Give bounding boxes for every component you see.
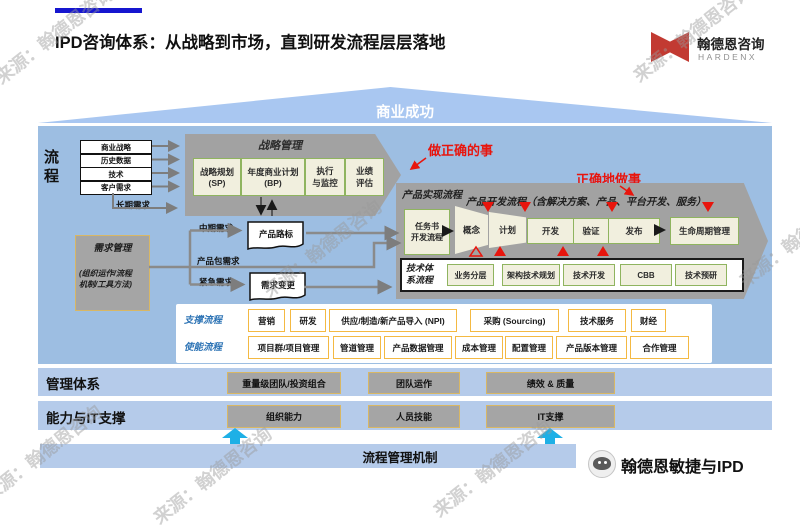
strategy-title: 战略管理 [258, 140, 303, 152]
stage-verify: 验证 [573, 218, 609, 244]
tech-box-tech-dev: 技术开发 [563, 264, 615, 286]
tech-box-architecture-planning: 架构技术规划 [502, 264, 560, 286]
business-success-label: 商业成功 [376, 105, 434, 121]
stage-develop: 开发 [527, 218, 574, 244]
capability-it-support: IT支撑 [486, 405, 615, 428]
page-title: IPD咨询体系：从战略到市场，直到研发流程层层落地 [55, 34, 446, 52]
dev-process-title: 产品开发流程（含解决方案、产品、平台开发、服务） [466, 197, 706, 208]
capability-skills: 人员技能 [368, 405, 460, 428]
input-customer-needs: 客户需求 [80, 180, 152, 195]
wechat-eye-right [604, 461, 607, 464]
wechat-footer: 翰德恩敏捷与IPD [576, 440, 800, 486]
enable-process-label: 使能流程 [184, 342, 223, 353]
support-sourcing: 采购 (Sourcing) [470, 309, 559, 332]
support-npi: 供应/制造/新产品导入 (NPI) [329, 309, 457, 332]
demand-title: 需求管理 [93, 243, 132, 254]
support-finance: 财经 [631, 309, 666, 332]
hardenx-logo-icon [651, 32, 689, 62]
tech-system-label: 技术体 系流程 [406, 263, 434, 285]
mgmt-heavyweight-team: 重量级团队/投资组合 [227, 372, 341, 394]
wechat-bubble [593, 457, 611, 470]
input-technology: 技术 [80, 167, 152, 181]
demand-change-doc: 需求变更 [249, 272, 306, 302]
wechat-account-name: 翰德恩敏捷与IPD [621, 459, 744, 476]
mgmt-team-operation: 团队运作 [368, 372, 460, 394]
capability-org: 组织能力 [227, 405, 341, 428]
enable-pipeline-mgmt: 管道管理 [333, 336, 381, 359]
input-business-strategy: 商业战略 [80, 140, 152, 154]
title-accent-line [55, 8, 142, 13]
realization-label: 产品实现流程 [402, 190, 462, 201]
strategy-box-bp: 年度商业计划 (BP) [241, 158, 305, 196]
charter-dev-box: 任务书 开发流程 [404, 209, 450, 255]
logo-text-en: HARDENX [698, 52, 758, 62]
strategy-box-execution: 执行 与监控 [305, 158, 345, 196]
capability-it-label: 能力与IT支撑 [46, 411, 126, 426]
strategy-box-sp: 战略规划 (SP) [193, 158, 241, 196]
roadmap-label: 产品路标 [259, 229, 294, 239]
label-mid-term-demand: 中期需求 [199, 223, 234, 233]
process-axis-label: 流程 [44, 149, 60, 185]
enable-cooperation-mgmt: 合作管理 [630, 336, 689, 359]
demand-management-box: 需求管理 (组织运作/流程 机制/工具方法) [75, 235, 150, 311]
tech-box-business-layering: 业务分层 [447, 264, 494, 286]
mgmt-performance-quality: 绩效 & 质量 [486, 372, 615, 394]
note-do-right-thing: 做正确的事 [428, 143, 494, 158]
stage-release: 发布 [608, 218, 660, 244]
enable-config-mgmt: 配置管理 [505, 336, 553, 359]
tech-box-cbb: CBB [620, 264, 672, 286]
input-historical-data: 历史数据 [80, 153, 152, 168]
stage-plan: 计划 [489, 212, 526, 248]
label-urgent-demand: 紧急需求 [199, 277, 234, 287]
support-rd: 研发 [290, 309, 326, 332]
enable-version-mgmt: 产品版本管理 [556, 336, 627, 359]
wechat-eye-left [598, 461, 601, 464]
support-process-label: 支撑流程 [184, 315, 223, 326]
management-system-label: 管理体系 [46, 377, 100, 392]
watermark: 来源：翰德恩咨询 [149, 423, 276, 528]
demand-subtitle: (组织运作/流程 机制/工具方法) [79, 269, 132, 289]
cyan-up-arrows [222, 428, 563, 444]
support-marketing: 营销 [248, 309, 285, 332]
tech-box-pre-research: 技术预研 [675, 264, 727, 286]
wechat-icon [588, 450, 616, 478]
product-roadmap-doc: 产品路标 [247, 221, 304, 251]
strategy-box-evaluation: 业绩 评估 [345, 158, 384, 196]
support-tech-service: 技术服务 [568, 309, 626, 332]
business-success-roof: 商业成功 [38, 87, 772, 123]
lifecycle-box: 生命周期管理 [670, 217, 739, 245]
enable-product-data-mgmt: 产品数据管理 [384, 336, 452, 359]
logo-text-cn: 翰德恩咨询 [697, 37, 765, 52]
label-long-term-demand: 长期需求 [116, 200, 151, 210]
change-label: 需求变更 [261, 280, 296, 290]
label-package-demand: 产品包需求 [197, 256, 240, 266]
enable-project-mgmt: 项目群/项目管理 [248, 336, 329, 359]
enable-cost-mgmt: 成本管理 [455, 336, 503, 359]
